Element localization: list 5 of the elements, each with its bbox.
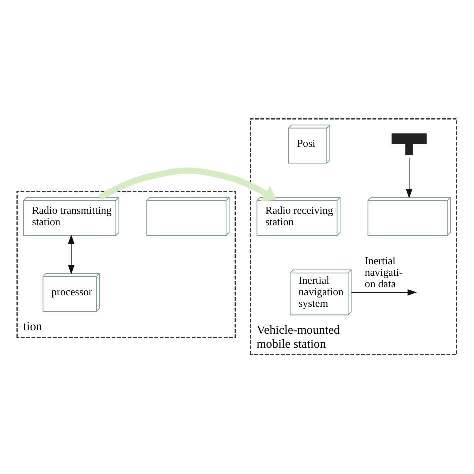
arrow [406,158,413,199]
edge-label: Inertial navigati- on data [365,256,403,290]
arrow [98,168,277,202]
arrow [351,289,417,296]
arrow [68,234,75,275]
